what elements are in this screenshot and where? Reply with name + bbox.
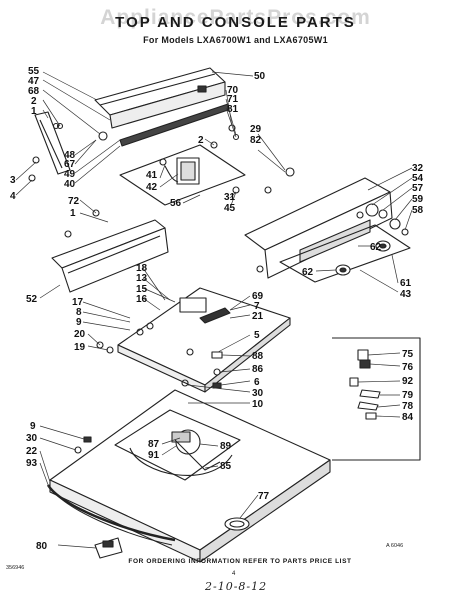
callout-58: 58	[412, 205, 424, 216]
callout-15: 15	[136, 284, 148, 295]
callout-62a: 62	[370, 242, 382, 253]
callout-62b: 62	[302, 267, 314, 278]
watermark: AppliancePartsPros.com	[100, 6, 371, 29]
callout-1b: 1	[70, 208, 76, 219]
callout-40: 40	[64, 179, 76, 190]
callout-47: 47	[28, 76, 40, 87]
callout-29: 29	[250, 124, 262, 135]
callout-78: 78	[402, 401, 414, 412]
callout-1: 1	[31, 106, 37, 117]
callout-7: 7	[254, 301, 260, 312]
callout-75: 75	[402, 349, 414, 360]
callout-19: 19	[74, 342, 86, 353]
callout-92: 92	[402, 376, 414, 387]
callout-57: 57	[412, 183, 424, 194]
callout-5: 5	[254, 330, 260, 341]
ordering-note: FOR ORDERING INFORMATION REFER TO PARTS …	[128, 558, 352, 565]
callout-49: 49	[64, 169, 76, 180]
callout-85: 85	[220, 461, 232, 472]
callout-21: 21	[252, 311, 264, 322]
diagram-subtitle: For Models LXA6700W1 and LXA6705W1	[143, 35, 328, 45]
callout-20: 20	[74, 329, 86, 340]
document-code: 356946	[6, 565, 25, 571]
callout-69: 69	[252, 291, 264, 302]
callout-50: 50	[254, 71, 266, 82]
callout-32: 32	[412, 163, 424, 174]
callout-22: 22	[26, 446, 38, 457]
callout-89: 89	[220, 441, 232, 452]
callout-76: 76	[402, 362, 414, 373]
callout-6: 6	[254, 377, 260, 388]
callout-56: 56	[170, 198, 182, 209]
callout-16: 16	[136, 294, 148, 305]
callout-80: 80	[36, 541, 48, 552]
inset-box	[332, 337, 421, 461]
callout-52: 52	[26, 294, 38, 305]
lid-switch	[94, 537, 123, 559]
callout-10: 10	[252, 399, 264, 410]
callout-86: 86	[252, 364, 264, 375]
callout-18: 18	[136, 263, 148, 274]
callout-59: 59	[412, 194, 424, 205]
callout-67: 67	[64, 159, 76, 170]
callout-labels: 55 47 68 2 1 50 70 71 81 48 67 49 40 3 4…	[10, 66, 424, 552]
callout-84: 84	[402, 412, 414, 423]
leader-lines	[15, 71, 413, 549]
washer-top	[49, 389, 331, 563]
figure-code: A 6046	[386, 543, 404, 549]
callout-8: 8	[76, 307, 82, 318]
callout-71: 71	[227, 94, 239, 105]
callout-13: 13	[136, 273, 148, 284]
callout-61: 61	[400, 278, 412, 289]
callout-30b: 30	[26, 433, 38, 444]
callout-2: 2	[31, 96, 37, 107]
handwritten-note: 2-10-8-12	[205, 580, 268, 593]
callout-31: 31	[224, 192, 236, 203]
callout-82: 82	[250, 135, 262, 146]
callout-91: 91	[148, 450, 160, 461]
callout-17: 17	[72, 297, 84, 308]
callout-77: 77	[258, 491, 270, 502]
console-top-panel	[94, 67, 229, 147]
callout-79: 79	[402, 390, 414, 401]
callout-2b: 2	[198, 135, 204, 146]
callout-68: 68	[28, 86, 40, 97]
callout-48: 48	[64, 150, 76, 161]
callout-87: 87	[148, 439, 160, 450]
callout-9b: 9	[30, 421, 36, 432]
callout-42: 42	[146, 182, 158, 193]
callout-55: 55	[28, 66, 40, 77]
callout-43: 43	[400, 289, 412, 300]
callout-81: 81	[227, 104, 239, 115]
callout-3: 3	[10, 175, 16, 186]
lid-gasket	[46, 484, 176, 546]
left-bracket	[34, 111, 71, 175]
callout-93: 93	[26, 458, 38, 469]
hinge-pin	[224, 517, 250, 531]
timer-assembly	[119, 144, 246, 206]
callout-88: 88	[252, 351, 264, 362]
diagram-title: TOP AND CONSOLE PARTS	[115, 14, 356, 31]
callout-41: 41	[146, 170, 158, 181]
callout-72: 72	[68, 196, 80, 207]
callout-54: 54	[412, 173, 424, 184]
callout-30a: 30	[252, 388, 264, 399]
callout-70: 70	[227, 85, 239, 96]
callout-45: 45	[224, 203, 236, 214]
callout-4: 4	[10, 191, 16, 202]
console-front-panel	[51, 219, 169, 293]
page-number: 4	[232, 571, 236, 577]
callout-9: 9	[76, 317, 82, 328]
